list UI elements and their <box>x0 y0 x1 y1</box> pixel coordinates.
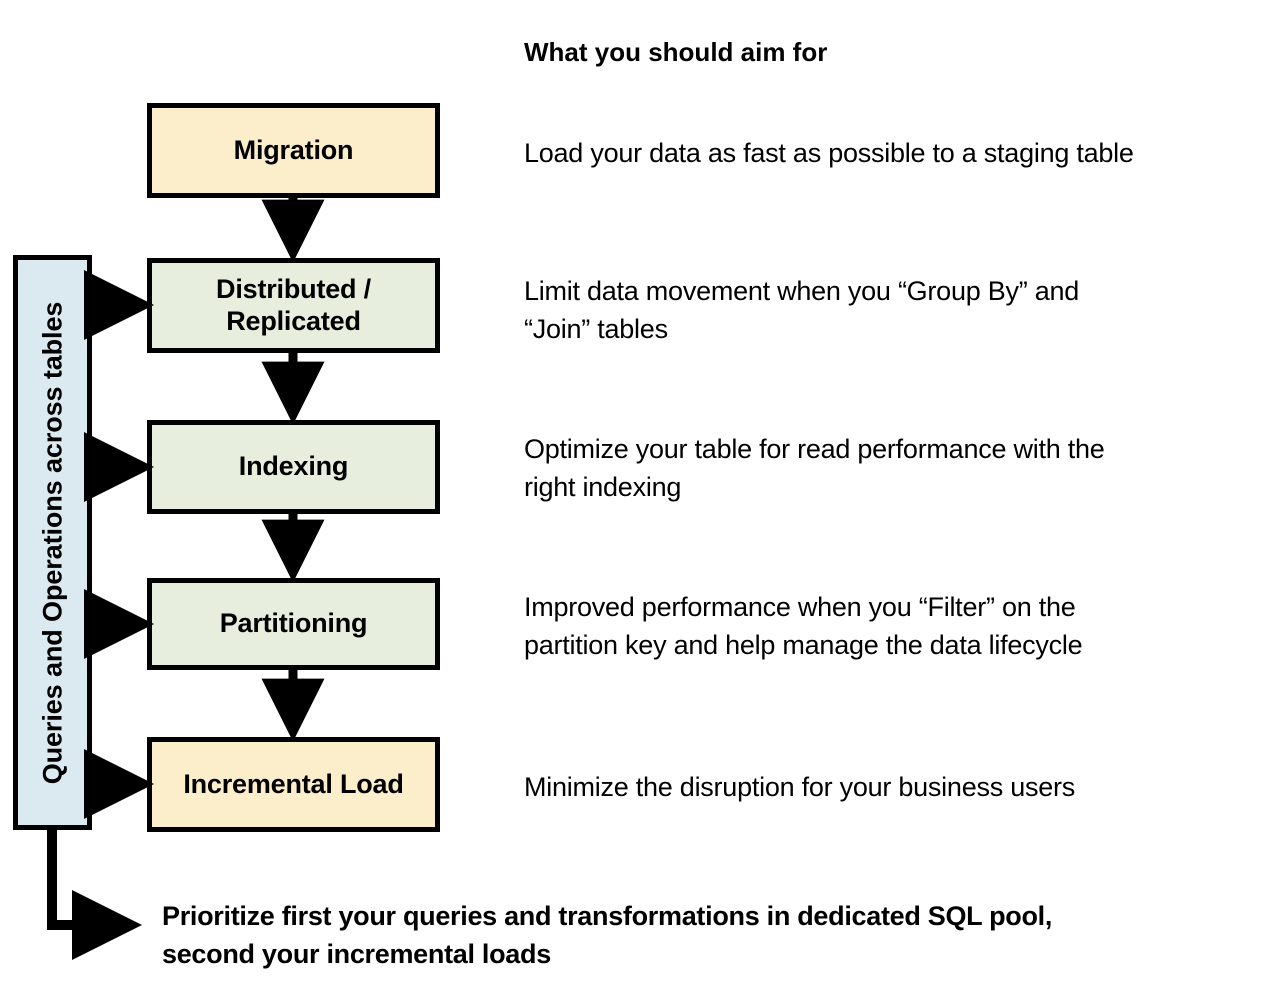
stage-description-distributed-replicated: Limit data movement when you “Group By” … <box>524 276 1080 345</box>
footer-note: Prioritize first your queries and transf… <box>162 901 1053 970</box>
stage-box-migration[interactable]: Migration <box>147 103 440 198</box>
page-title: What you should aim for <box>524 37 828 67</box>
stage-description-indexing: Optimize your table for read performance… <box>524 434 1105 503</box>
stage-description-partitioning: Improved performance when you “Filter” o… <box>524 592 1083 661</box>
side-band-queries-and-operations: Queries and Operations across tables <box>13 255 92 830</box>
stage-box-partitioning[interactable]: Partitioning <box>147 578 440 670</box>
stage-box-distributed-replicated[interactable]: Distributed / Replicated <box>147 258 440 353</box>
stage-box-incremental-load[interactable]: Incremental Load <box>147 737 440 832</box>
side-band-label: Queries and Operations across tables <box>37 301 67 784</box>
stage-description-migration: Load your data as fast as possible to a … <box>524 138 1134 168</box>
stage-description-incremental-load: Minimize the disruption for your busines… <box>524 772 1075 802</box>
stage-box-indexing[interactable]: Indexing <box>147 420 440 514</box>
arrow-band-to-footer-note <box>47 828 143 960</box>
